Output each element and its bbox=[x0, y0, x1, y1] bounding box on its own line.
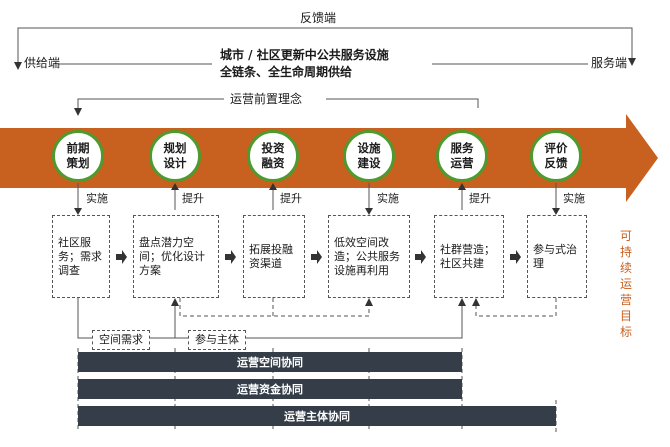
step-box-3: 拓展投融资渠道 bbox=[243, 215, 305, 298]
bar-subject-collaboration: 运营主体协同 bbox=[78, 406, 556, 426]
dashed-loop-right bbox=[475, 298, 557, 317]
connector-2-head bbox=[171, 183, 179, 190]
stage-operation: 服务 运营 bbox=[436, 130, 488, 182]
front-concept-label: 运营前置理念 bbox=[230, 92, 303, 106]
stage-design: 规划 设计 bbox=[149, 130, 201, 182]
step-box-1: 社区服务；需求调查 bbox=[52, 215, 110, 298]
space-demand-head bbox=[458, 298, 466, 306]
step-box-4: 低效空间改造；公共服务设施再利用 bbox=[328, 215, 410, 298]
title-line-1: 城市 / 社区更新中公共服务设施 bbox=[220, 48, 389, 62]
action-label-6: 实施 bbox=[563, 192, 585, 205]
step-box-6: 参与式治理 bbox=[527, 215, 587, 298]
action-label-2: 提升 bbox=[182, 192, 204, 205]
participants-tag: 参与主体 bbox=[188, 330, 246, 350]
stage-evaluation: 评价 反馈 bbox=[530, 130, 582, 182]
title-line-2: 全链条、全生命周期供给 bbox=[220, 65, 353, 79]
front-concept-arrowhead bbox=[74, 108, 82, 116]
action-label-5: 提升 bbox=[469, 192, 491, 205]
bar-fund-collaboration: 运营资金协同 bbox=[78, 379, 462, 399]
action-label-3: 提升 bbox=[280, 192, 302, 205]
space-demand-loop bbox=[77, 298, 463, 339]
stage-planning: 前期 策划 bbox=[52, 130, 104, 182]
action-label-4: 实施 bbox=[377, 192, 399, 205]
connector-1-head bbox=[74, 208, 82, 215]
space-demand-branch-head bbox=[171, 298, 179, 306]
action-label-1: 实施 bbox=[86, 192, 108, 205]
stage-financing: 投资 融资 bbox=[247, 130, 299, 182]
connector-4-head bbox=[365, 208, 373, 215]
step-box-5: 社群营造；社区共建 bbox=[434, 215, 504, 298]
service-arrowhead bbox=[628, 58, 636, 66]
bar-space-collaboration: 运营空间协同 bbox=[78, 352, 462, 372]
front-concept-line bbox=[77, 98, 479, 110]
sustainable-goal-label: 可持续运营目标 bbox=[619, 229, 632, 339]
stage-construction: 设施 建设 bbox=[343, 130, 395, 182]
flow-arrows bbox=[116, 250, 521, 264]
space-demand-tag: 空间需求 bbox=[92, 330, 150, 350]
service-label: 服务端 bbox=[591, 56, 628, 70]
dashed-loop-mid bbox=[179, 298, 370, 317]
dashed-loop-mid-head bbox=[365, 298, 373, 306]
feedback-line bbox=[17, 27, 633, 64]
step-box-2: 盘点潜力空间；优化设计方案 bbox=[133, 215, 219, 298]
connector-3-head bbox=[269, 183, 277, 190]
connector-6-head bbox=[552, 208, 560, 215]
feedback-label: 反馈端 bbox=[300, 11, 337, 25]
supply-label: 供给端 bbox=[24, 56, 61, 70]
feedback-arrowhead bbox=[14, 62, 22, 70]
connector-5-head bbox=[458, 183, 466, 190]
dashed-loop-right-head bbox=[472, 298, 480, 306]
